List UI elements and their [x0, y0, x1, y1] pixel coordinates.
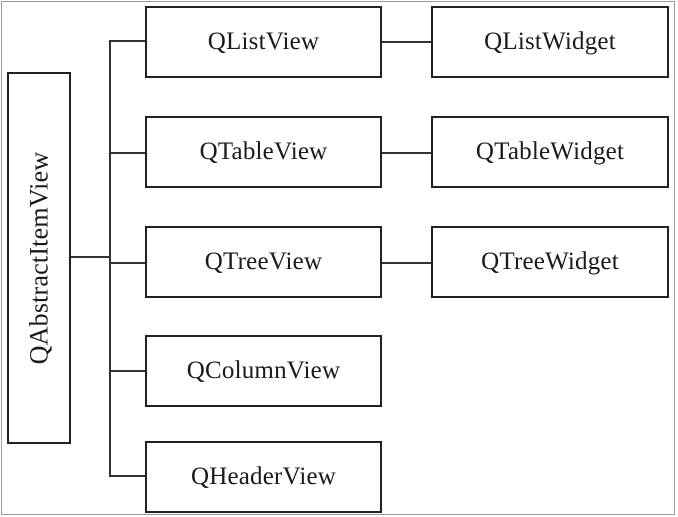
node-qtableview: QTableView: [145, 116, 382, 188]
node-qheaderview: QHeaderView: [145, 441, 382, 513]
node-qtableview-label: QTableView: [199, 138, 328, 165]
node-qheaderview-label: QHeaderView: [190, 463, 337, 490]
node-qabstractitemview: QAbstractItemView: [7, 72, 71, 444]
edge-trunk-qheaderview: [109, 475, 146, 477]
edge-trunk-qlistview: [109, 40, 146, 42]
node-qtreeview: QTreeView: [145, 226, 382, 298]
edge-trunk-qtableview: [109, 152, 146, 154]
node-qtreewidget-label: QTreeWidget: [481, 248, 619, 275]
node-qabstractitemview-label: QAbstractItemView: [24, 151, 54, 365]
edge-root-trunk: [71, 256, 110, 258]
node-qtablewidget: QTableWidget: [431, 116, 669, 188]
node-qtreeview-label: QTreeView: [204, 248, 323, 275]
edge-qtableview-qtablewidget: [381, 152, 432, 154]
node-qcolumnview: QColumnView: [145, 335, 382, 407]
edge-trunk-qtreeview: [109, 262, 146, 264]
node-qlistview: QListView: [145, 6, 382, 78]
node-qcolumnview-label: QColumnView: [186, 357, 341, 384]
node-qlistview-label: QListView: [207, 28, 320, 55]
edge-qtreeview-qtreewidget: [381, 262, 432, 264]
edge-trunk-vertical: [109, 40, 111, 476]
node-qtreewidget: QTreeWidget: [431, 226, 669, 298]
node-qlistwidget-label: QListWidget: [484, 28, 616, 55]
node-qlistwidget: QListWidget: [431, 6, 669, 78]
node-qtablewidget-label: QTableWidget: [475, 138, 625, 165]
edge-trunk-qcolumnview: [109, 370, 146, 372]
edge-qlistview-qlistwidget: [381, 41, 432, 43]
